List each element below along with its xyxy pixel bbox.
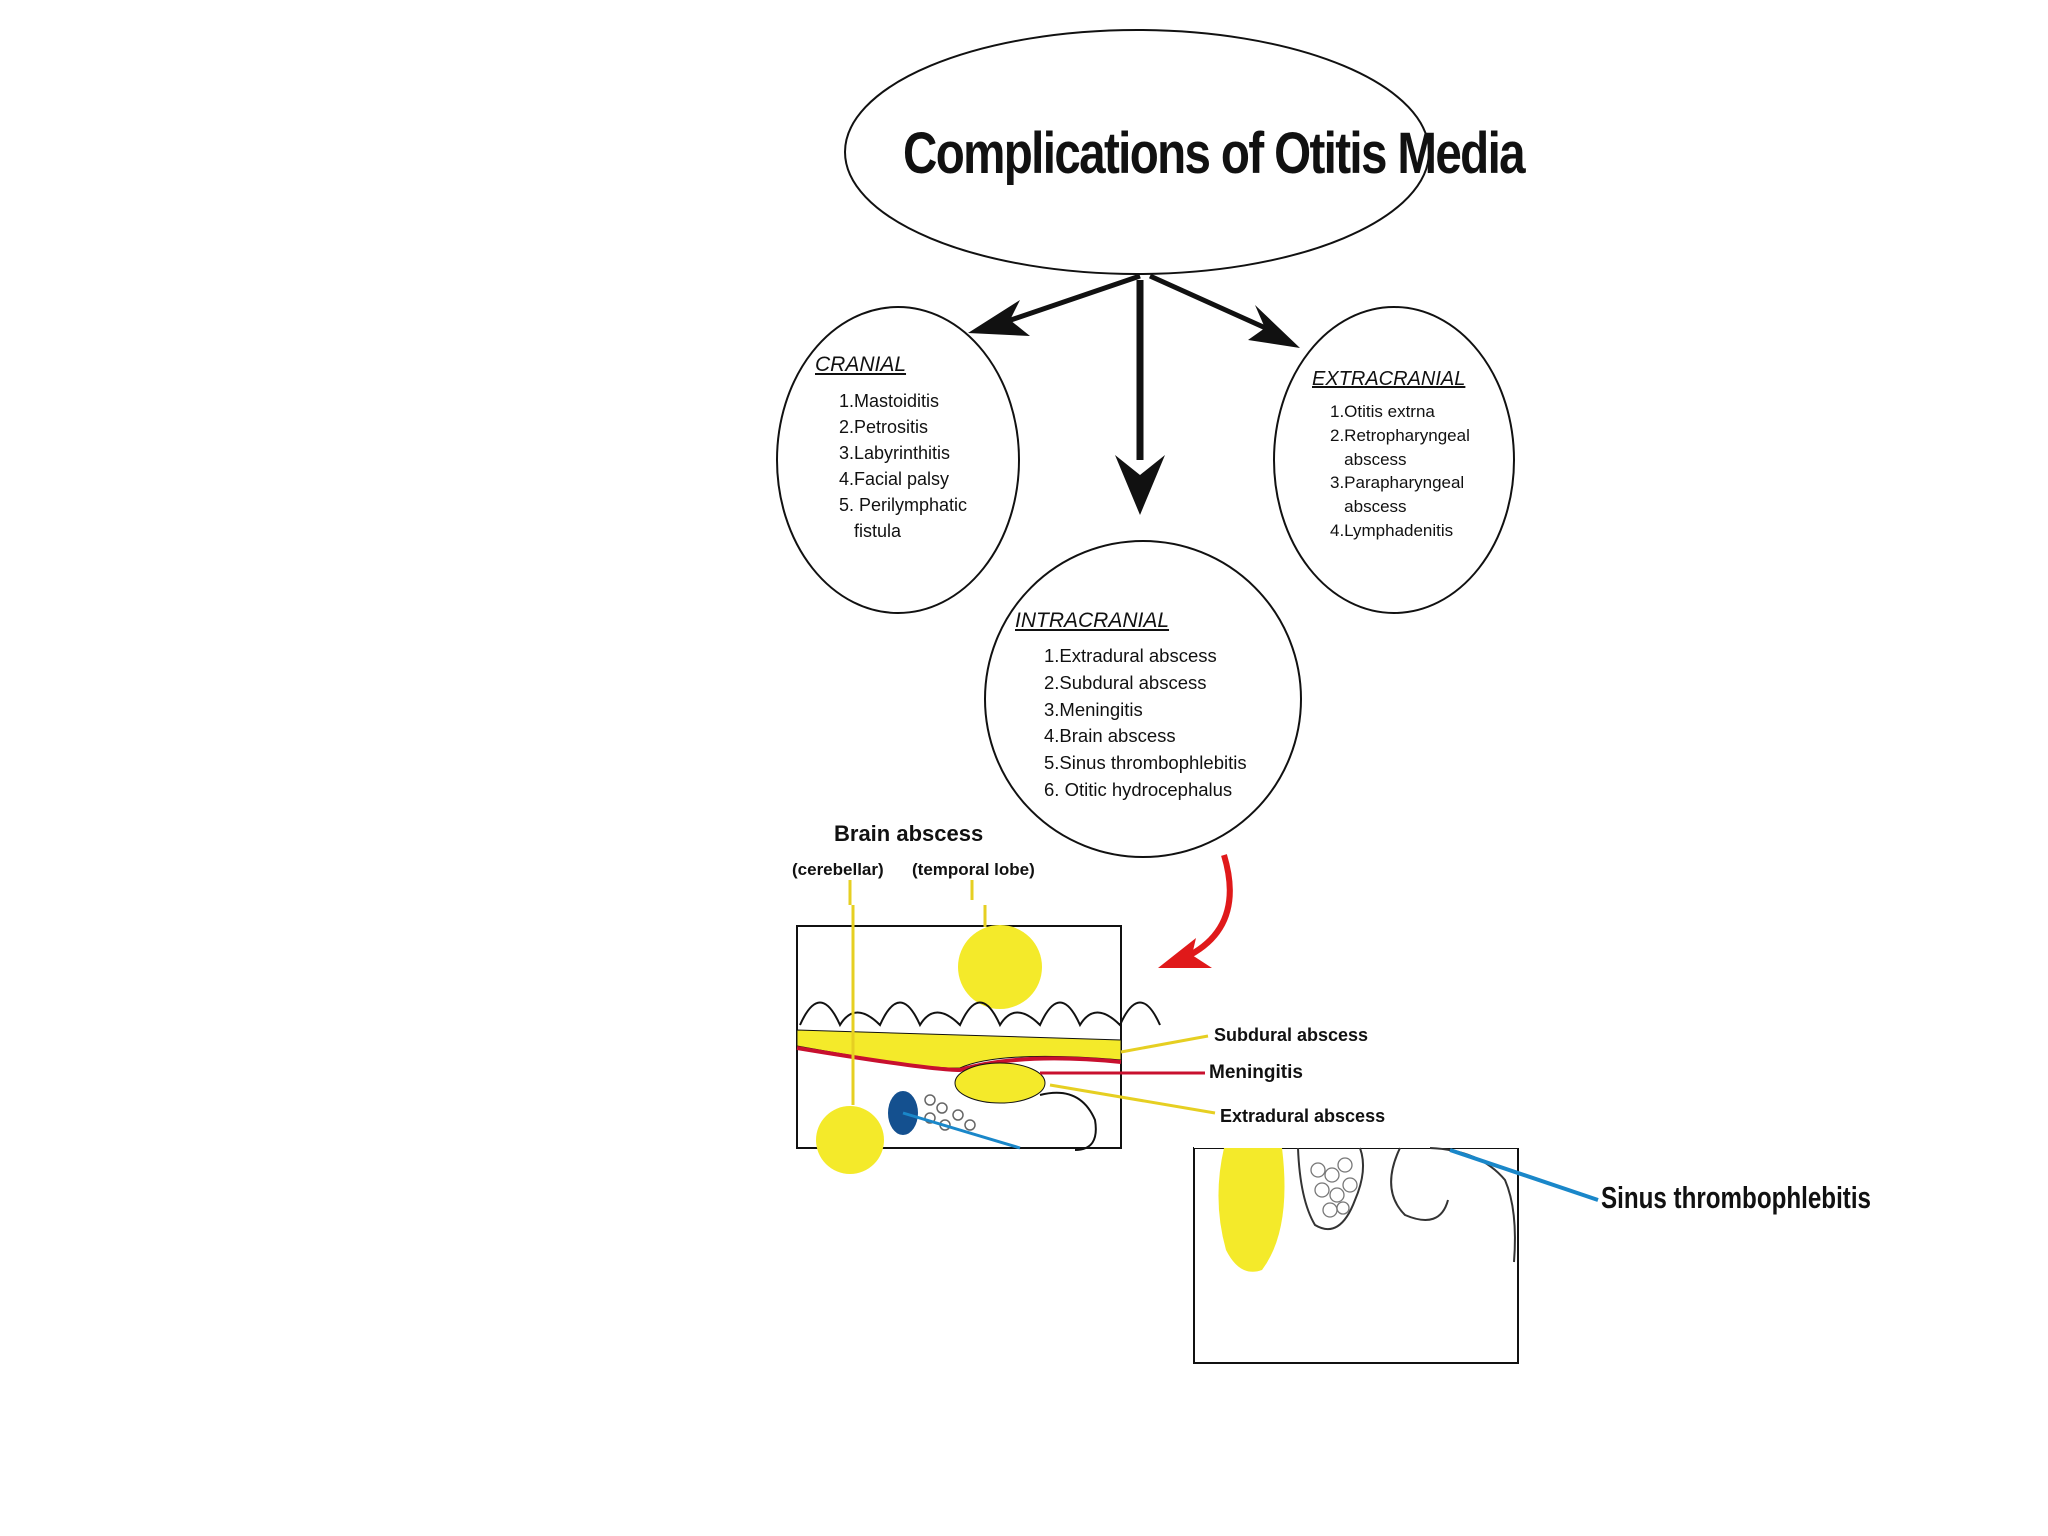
extradural-label: Extradural abscess — [1220, 1106, 1386, 1126]
extracranial-list: 1.Otitis extrna 2.Retropharyngeal absces… — [1330, 400, 1470, 543]
cranial-circle — [776, 306, 1020, 614]
list-item: abscess — [1330, 497, 1407, 517]
cerebellar-label: (cerebellar) — [792, 860, 884, 879]
arrow-to-cranial — [968, 273, 1141, 336]
list-item: 3.Labyrinthitis — [839, 443, 951, 464]
list-item: 5. Perilymphatic — [839, 495, 968, 516]
cranial-list: 1.Mastoiditis 2.Petrositis 3.Labyrinthit… — [839, 388, 967, 545]
zoomed-illustration — [1193, 1130, 1599, 1364]
extradural-abscess — [954, 1062, 1046, 1104]
list-item: 4.Brain abscess — [1044, 725, 1176, 747]
temporal-lobe-label: (temporal lobe) — [912, 860, 1035, 879]
diagram-title: Complications of Otitis Media — [903, 121, 1526, 186]
list-item: abscess — [1330, 449, 1407, 469]
list-item: 4.Facial palsy — [839, 469, 950, 490]
meninges-illustration — [796, 880, 1216, 1174]
list-item: 3.Parapharyngeal — [1330, 473, 1465, 493]
intracranial-list: 1.Extradural abscess 2.Subdural abscess … — [1044, 643, 1247, 804]
extracranial-heading: EXTRACRANIAL — [1312, 368, 1466, 390]
temporal-abscess — [958, 925, 1042, 1009]
list-item: 2.Subdural abscess — [1044, 671, 1207, 693]
sinus-thrombophlebitis-label: Sinus thrombophlebitis — [1601, 1180, 1872, 1215]
list-item: 4.Lymphadenitis — [1330, 520, 1454, 540]
red-curved-arrow — [1158, 854, 1233, 968]
meningitis-label: Meningitis — [1209, 1062, 1303, 1083]
intracranial-heading: INTRACRANIAL — [1015, 609, 1170, 632]
list-item: 2.Petrositis — [839, 417, 929, 438]
cranial-heading: CRANIAL — [815, 353, 907, 376]
arrow-to-intracranial — [1115, 280, 1165, 515]
list-item: 2.Retropharyngeal — [1330, 425, 1470, 445]
cerebellar-abscess — [816, 1106, 884, 1174]
brain-abscess-label: Brain abscess — [834, 821, 984, 846]
extracranial-circle — [1273, 306, 1515, 614]
subdural-label: Subdural abscess — [1214, 1025, 1369, 1045]
list-item: 6. Otitic hydrocephalus — [1044, 779, 1233, 801]
arrow-to-extracranial — [1148, 273, 1300, 348]
list-item: 1.Otitis extrna — [1330, 402, 1435, 421]
intracranial-circle — [984, 540, 1302, 858]
list-item: 5.Sinus thrombophlebitis — [1044, 752, 1247, 774]
list-item: 1.Extradural abscess — [1044, 645, 1217, 666]
title-ellipse — [844, 29, 1430, 275]
list-item: 1.Mastoiditis — [839, 391, 940, 411]
list-item: 3.Meningitis — [1044, 698, 1143, 720]
list-item: fistula — [839, 521, 902, 542]
